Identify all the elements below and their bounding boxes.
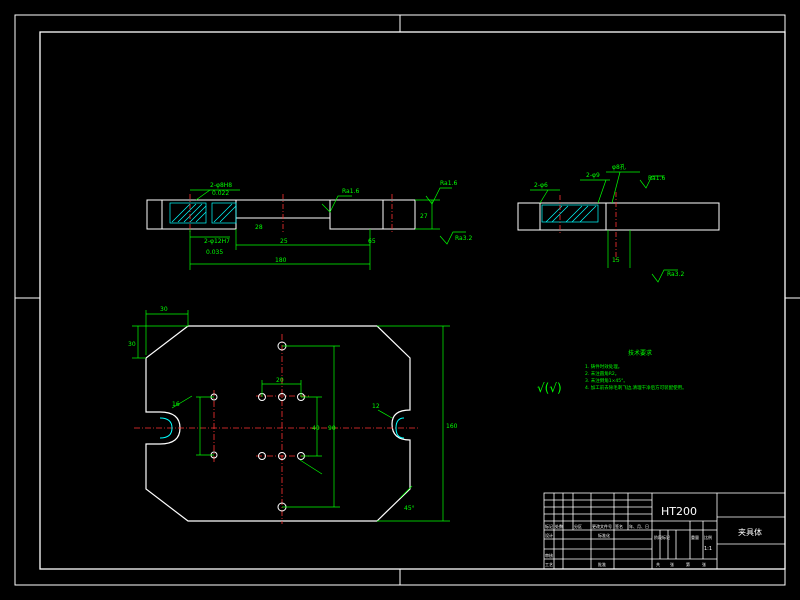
plan-dim-small-b: 20 xyxy=(276,377,284,384)
front-callout-tolerance: 0.022 xyxy=(212,190,229,197)
front-roughness-symbol-3 xyxy=(439,231,466,245)
side-roughness-symbol-1 xyxy=(639,175,664,189)
front-dimensions xyxy=(189,187,466,270)
tech-requirements: 技术要求 1. 铸件时效处理。 2. 未注圆角R2。 3. 未注倒角1×45°。… xyxy=(537,349,687,395)
hole-a2 xyxy=(278,393,286,401)
tb-sheet-unit-1: 张 xyxy=(670,561,674,567)
plan-dim-d: 12 xyxy=(372,403,380,410)
roughness-general-symbol: √(√) xyxy=(537,381,562,395)
tb-stage-label: 阶段标记 xyxy=(654,534,670,540)
inner-frame xyxy=(39,31,786,570)
tech-req-item-1: 1. 铸件时效处理。 xyxy=(585,363,622,370)
front-callout-lower: 2-φ12H7 xyxy=(204,238,230,245)
tb-sheet-total: 共 xyxy=(656,561,660,567)
front-roughness-symbol-2 xyxy=(425,187,452,205)
sheet-border xyxy=(14,14,800,586)
front-roughness-label-3: Ra3.2 xyxy=(455,235,472,242)
front-roughness-label-1: Ra1.6 xyxy=(342,188,359,195)
title-block xyxy=(543,492,786,570)
front-roughness-label-2: Ra1.6 xyxy=(440,180,457,187)
front-hatch xyxy=(169,202,237,224)
plan-dim-inner: 90 xyxy=(328,425,336,432)
tech-req-item-3: 3. 未注倒角1×45°。 xyxy=(585,377,628,384)
front-dim-a: 28 xyxy=(255,224,263,231)
plan-dim-height: 160 xyxy=(446,423,458,430)
tb-row-label-4: 更改文件号 xyxy=(592,523,612,529)
plan-dim-top: 30 xyxy=(160,306,168,313)
plan-dim-left: 30 xyxy=(128,341,136,348)
front-callout-lower-tol: 0.035 xyxy=(206,249,223,256)
tb-sheet-number: 第 xyxy=(686,561,690,567)
front-dim-c: 180 xyxy=(275,257,287,264)
scale-value: 1:1 xyxy=(704,546,712,552)
side-callout-a: 2-φ6 xyxy=(534,182,548,189)
tb-row-label-3: 分区 xyxy=(574,523,582,529)
material-label: HT200 xyxy=(661,505,697,518)
side-section-view: 2-φ6 2-φ9 φ8孔 Ra1.6 Ra3.2 15 xyxy=(517,163,720,283)
front-section-view: 2-φ8H8 0.022 2-φ12H7 0.035 Ra1.6 Ra1.6 R… xyxy=(146,180,472,270)
side-dimensions xyxy=(530,171,678,283)
hole-b1 xyxy=(258,452,266,460)
tb-approve-label: 批准 xyxy=(598,561,606,567)
tb-review-label: 审核 xyxy=(545,552,553,558)
tb-standardize-label: 标准化 xyxy=(598,532,610,538)
tech-req-item-2: 2. 未注圆角R2。 xyxy=(585,370,619,377)
tb-scale-label: 比例 xyxy=(704,534,712,540)
side-hatch xyxy=(541,204,599,223)
side-dim-depth: 15 xyxy=(612,257,620,264)
side-callout-b: 2-φ9 xyxy=(586,172,600,179)
tb-row-label-1: 标记 xyxy=(545,523,553,529)
side-roughness-symbol-2 xyxy=(651,269,678,283)
title-block-frame xyxy=(543,492,786,570)
plan-dim-small-a: 40 xyxy=(312,425,320,432)
front-roughness-symbol-1 xyxy=(321,195,352,213)
tb-weight-label: 重量 xyxy=(691,534,699,540)
front-callout-holes: 2-φ8H8 xyxy=(210,182,232,189)
side-roughness-label-2: Ra3.2 xyxy=(667,271,684,278)
tb-designer-label: 设计 xyxy=(545,532,553,538)
side-body-outline xyxy=(517,202,720,231)
tb-row-label-5: 签名 xyxy=(615,523,623,529)
plan-slots xyxy=(159,417,405,439)
front-dim-d: 27 xyxy=(420,213,428,220)
tech-req-title: 技术要求 xyxy=(628,349,652,357)
front-dim-e: 25 xyxy=(280,238,288,245)
tb-sheet-unit-2: 张 xyxy=(702,561,706,567)
plan-body-outline xyxy=(145,325,411,522)
side-callout-c: φ8孔 xyxy=(612,163,626,171)
title-block-text: HT200 夹具体 1:1 标记 处数 分区 更改文件号 签名 年、月、日 设计… xyxy=(545,505,762,567)
plan-view: 30 30 160 90 40 20 45° 16 12 xyxy=(128,306,458,524)
front-body-outline xyxy=(146,199,416,230)
side-roughness-label-1: Ra1.6 xyxy=(648,175,665,182)
hole-b2 xyxy=(278,452,286,460)
tb-row-label-2: 处数 xyxy=(555,523,563,529)
plan-chamfer: 45° xyxy=(404,505,415,512)
plan-dim-c: 16 xyxy=(172,401,180,408)
plan-dimensions xyxy=(132,310,450,522)
front-dim-b: 65 xyxy=(368,238,376,245)
tb-process-label: 工艺 xyxy=(545,562,553,567)
plan-holes xyxy=(210,341,305,512)
tech-req-item-4: 4. 加工前去除毛刺飞边,清理干净后方可装配使用。 xyxy=(585,384,687,391)
part-name: 夹具体 xyxy=(738,527,762,537)
tb-row-label-6: 年、月、日 xyxy=(629,523,649,529)
